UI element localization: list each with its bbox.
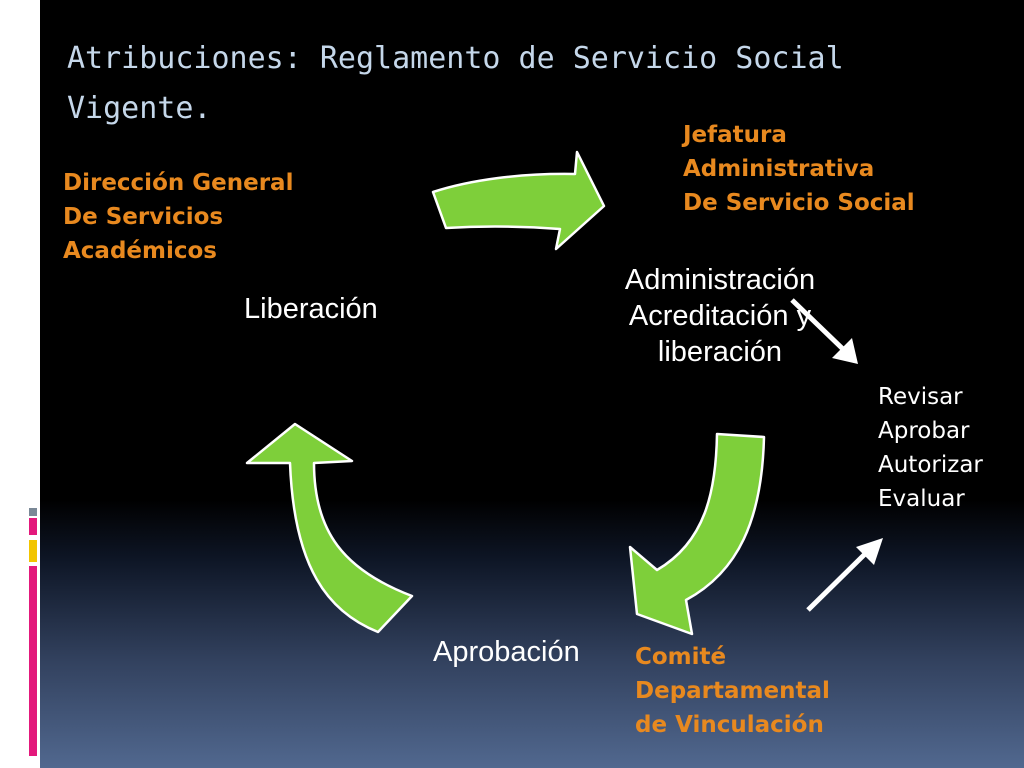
arrow-comite-to-actions xyxy=(806,551,868,612)
entity-comite: Comité Departamental de Vinculación xyxy=(635,640,830,742)
entity-direccion-line-1: Dirección General xyxy=(63,170,294,196)
entity-jefatura-line-2: Administrativa xyxy=(683,156,875,182)
actions-list: Revisar Aprobar Autorizar Evaluar xyxy=(878,380,983,516)
stage-administracion-line-2: Acreditación y xyxy=(628,300,812,332)
entity-direccion-general: Dirección General De Servicios Académico… xyxy=(63,166,293,268)
entity-comite-line-2: Departamental xyxy=(635,678,830,704)
deco-bar-pink-1 xyxy=(29,518,37,535)
stage-administracion-line-3: liberación xyxy=(657,336,783,368)
arrow-admin-to-actions xyxy=(790,298,848,354)
stage-aprobacion: Aprobación xyxy=(433,636,580,668)
cycle-arrow-right xyxy=(628,432,766,636)
stage-administracion: Administración Acreditación y liberación xyxy=(590,262,850,370)
arrowhead-comite-to-actions xyxy=(856,538,883,565)
entity-comite-line-1: Comité xyxy=(635,644,727,670)
stage-administracion-line-1: Administración xyxy=(624,264,816,296)
deco-bar-yellow xyxy=(29,540,37,562)
entity-jefatura: Jefatura Administrativa De Servicio Soci… xyxy=(683,118,915,220)
stage-liberacion: Liberación xyxy=(244,293,378,325)
action-item-aprobar: Aprobar xyxy=(878,418,970,444)
action-item-autorizar: Autorizar xyxy=(878,452,983,478)
entity-jefatura-line-3: De Servicio Social xyxy=(683,190,915,216)
arrowhead-admin-to-actions xyxy=(832,338,858,364)
entity-jefatura-line-1: Jefatura xyxy=(683,122,787,148)
entity-comite-line-3: de Vinculación xyxy=(635,712,824,738)
action-item-revisar: Revisar xyxy=(878,384,963,410)
deco-bar-pink-2 xyxy=(29,566,37,756)
cycle-arrow-left xyxy=(245,422,414,634)
entity-direccion-line-2: De Servicios xyxy=(63,204,224,230)
action-item-evaluar: Evaluar xyxy=(878,486,965,512)
entity-direccion-line-3: Académicos xyxy=(63,238,217,264)
cycle-arrow-top xyxy=(431,150,606,251)
deco-bar-gray-1 xyxy=(29,508,37,516)
slide-title: Atribuciones: Reglamento de Servicio Soc… xyxy=(67,41,844,126)
